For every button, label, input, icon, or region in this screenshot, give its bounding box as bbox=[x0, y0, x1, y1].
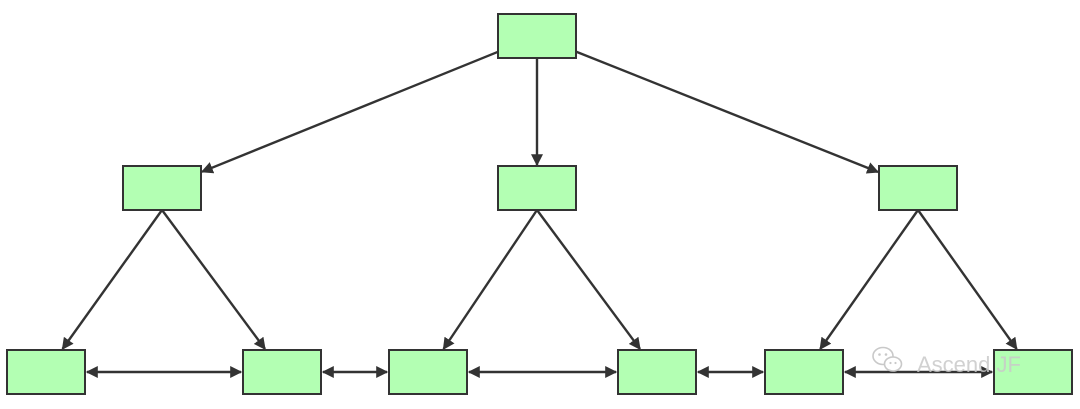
watermark: Ascend JF bbox=[872, 346, 1021, 377]
node-leaf-6 bbox=[993, 349, 1073, 395]
arrow-l1-right-to-leaf-5 bbox=[819, 209, 919, 350]
arrow-l1-right-to-leaf-6 bbox=[917, 209, 1018, 350]
node-leaf-5 bbox=[764, 349, 844, 395]
nodes-layer bbox=[6, 13, 1073, 395]
node-leaf-2 bbox=[242, 349, 322, 395]
node-root bbox=[497, 13, 577, 59]
arrow-root-to-l1-right bbox=[575, 50, 880, 174]
node-leaf-1 bbox=[6, 349, 86, 395]
wechat-icon bbox=[872, 346, 903, 372]
node-l1-right bbox=[878, 165, 958, 211]
edges-layer bbox=[61, 50, 1018, 378]
node-l1-left bbox=[122, 165, 202, 211]
node-leaf-4 bbox=[617, 349, 697, 395]
arrow-l1-middle-to-leaf-3 bbox=[442, 209, 538, 350]
node-l1-middle bbox=[497, 165, 577, 211]
watermark-text: Ascend JF bbox=[917, 352, 1021, 377]
node-leaf-3 bbox=[388, 349, 468, 395]
arrow-root-to-l1-left bbox=[200, 50, 499, 174]
arrow-l1-left-to-leaf-2 bbox=[161, 209, 266, 350]
arrow-l1-left-to-leaf-1 bbox=[61, 209, 163, 350]
arrow-l1-middle-to-leaf-4 bbox=[536, 209, 641, 350]
